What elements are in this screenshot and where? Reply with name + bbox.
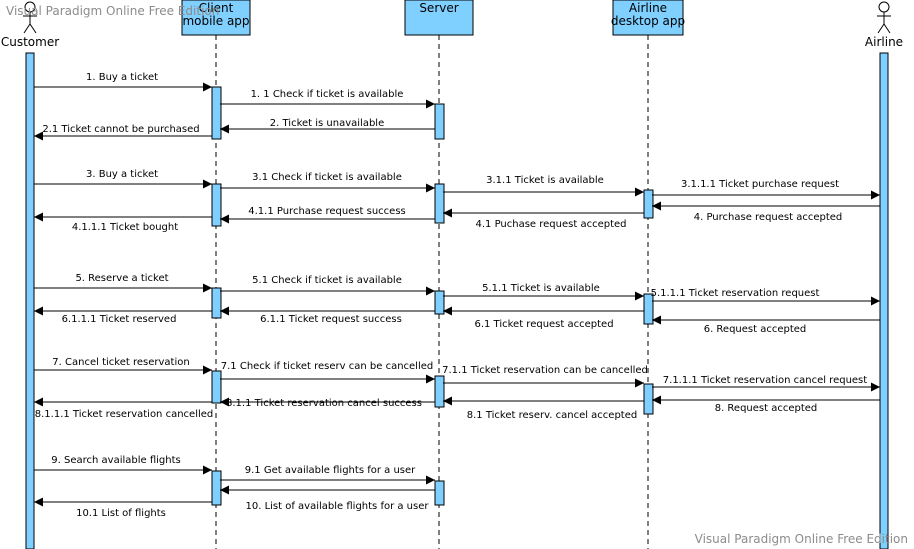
message-27: 8.1.1.1 Ticket reservation cancelled <box>34 397 214 420</box>
message-label: 2.1 Ticket cannot be purchased <box>42 124 199 135</box>
activation-bar <box>211 86 222 140</box>
activation-bar <box>643 293 654 325</box>
message-3: 2. Ticket is unavailable <box>220 118 435 134</box>
message-29: 9. Search available flights <box>34 455 212 475</box>
message-label: 5.1.1.1 Ticket reservation request <box>651 288 820 299</box>
message-label: 7.1.1.1 Ticket reservation cancel reques… <box>663 375 867 386</box>
message-2: 1. 1 Check if ticket is available <box>220 89 435 109</box>
activation-bar <box>643 383 654 415</box>
message-label: 7. Cancel ticket reservation <box>52 357 189 368</box>
message-19: 6.1.1.1 Ticket reserved <box>34 306 212 325</box>
message-label: 4. Purchase request accepted <box>694 212 843 223</box>
message-5: 3. Buy a ticket <box>34 169 212 189</box>
message-label: 6. Request accepted <box>704 324 807 335</box>
activation-bar <box>211 183 222 227</box>
message-25: 8. Request accepted <box>652 395 880 414</box>
message-22: 7.1 Check if ticket reserv can be cancel… <box>220 361 435 384</box>
message-18: 6.1.1 Ticket request success <box>220 306 435 325</box>
participant-label: Server <box>419 1 458 15</box>
message-label: 1. Buy a ticket <box>86 72 158 83</box>
message-label: 6.1.1.1 Ticket reserved <box>62 314 177 325</box>
message-label: 4.1.1.1 Ticket bought <box>72 222 178 233</box>
message-label: 1. 1 Check if ticket is available <box>251 89 404 100</box>
message-17: 6.1 Ticket request accepted <box>443 306 644 330</box>
activation-bar-customer <box>25 52 35 549</box>
message-31: 10. List of available flights for a user <box>220 485 435 512</box>
message-30: 9.1 Get available flights for a user <box>220 465 435 485</box>
message-label: 3.1.1 Ticket is available <box>486 175 604 186</box>
message-13: 5. Reserve a ticket <box>34 273 212 293</box>
message-label: 8. Request accepted <box>715 403 818 414</box>
actor-label-customer: Customer <box>1 35 59 49</box>
message-label: 10. List of available flights for a user <box>246 501 430 512</box>
message-12: 4.1.1.1 Ticket bought <box>34 212 212 233</box>
message-label: 5. Reserve a ticket <box>75 273 168 284</box>
message-label: 3. Buy a ticket <box>86 169 158 180</box>
message-26: 8.1.1 Ticket reservation cancel success <box>220 397 435 409</box>
activation-bar <box>211 470 222 506</box>
airline-actor-icon: Airline <box>865 1 903 49</box>
message-4: 2.1 Ticket cannot be purchased <box>34 124 212 141</box>
message-23: 7.1.1 Ticket reservation can be cancelle… <box>442 365 648 388</box>
message-label: 4.1 Puchase request accepted <box>475 219 626 230</box>
message-label: 9.1 Get available flights for a user <box>245 465 416 476</box>
message-8: 3.1.1.1 Ticket purchase request <box>652 179 880 200</box>
message-label: 9. Search available flights <box>51 455 180 466</box>
message-11: 4.1 Puchase request accepted <box>443 208 644 230</box>
activation-bar <box>211 370 222 404</box>
message-label: 7.1.1 Ticket reservation can be cancelle… <box>442 365 648 376</box>
message-label: 4.1.1 Purchase request success <box>248 206 406 217</box>
message-label: 5.1 Check if ticket is available <box>252 275 402 286</box>
message-15: 5.1.1 Ticket is available <box>443 283 644 301</box>
message-label: 3.1 Check if ticket is available <box>252 172 402 183</box>
activation-bar <box>643 189 654 219</box>
message-28: 8.1 Ticket reserv. cancel accepted <box>443 396 644 421</box>
activation-bar-airline <box>879 52 889 549</box>
watermark-bottom: Visual Paradigm Online Free Edition <box>695 532 908 546</box>
message-label: 2. Ticket is unavailable <box>270 118 384 129</box>
message-label: 6.1 Ticket request accepted <box>474 319 613 330</box>
activation-bar <box>434 375 445 408</box>
message-label: 8.1.1.1 Ticket reservation cancelled <box>35 409 214 420</box>
message-7: 3.1.1 Ticket is available <box>443 175 644 197</box>
watermark-top: Visual Paradigm Online Free Edition <box>6 4 219 18</box>
activation-bar <box>434 183 445 224</box>
message-label: 8.1 Ticket reserv. cancel accepted <box>467 410 637 421</box>
message-1: 1. Buy a ticket <box>34 72 212 92</box>
message-label: 8.1.1 Ticket reservation cancel success <box>226 398 422 409</box>
message-label: 7.1 Check if ticket reserv can be cancel… <box>221 361 434 372</box>
activation-bar <box>211 287 222 319</box>
message-label: 6.1.1 Ticket request success <box>260 314 402 325</box>
message-label: 3.1.1.1 Ticket purchase request <box>681 179 839 190</box>
participant-box <box>404 0 474 36</box>
message-10: 4.1.1 Purchase request success <box>220 206 435 224</box>
message-24: 7.1.1.1 Ticket reservation cancel reques… <box>652 375 880 392</box>
message-label: 10.1 List of flights <box>76 508 166 519</box>
activation-bar <box>434 290 445 315</box>
participant-box <box>612 0 684 36</box>
activation-bar <box>434 480 445 506</box>
activation-bar <box>434 103 445 140</box>
message-6: 3.1 Check if ticket is available <box>220 172 435 193</box>
message-21: 7. Cancel ticket reservation <box>34 357 212 375</box>
participant-box <box>181 0 251 36</box>
message-20: 6. Request accepted <box>652 315 880 335</box>
actor-label-airline: Airline <box>865 35 903 49</box>
message-9: 4. Purchase request accepted <box>652 201 880 223</box>
customer-actor-icon: Customer <box>1 1 59 49</box>
message-14: 5.1 Check if ticket is available <box>220 275 435 296</box>
message-16: 5.1.1.1 Ticket reservation request <box>651 288 880 306</box>
participant-server: Server <box>404 0 474 36</box>
message-32: 10.1 List of flights <box>34 497 212 519</box>
message-label: 5.1.1 Ticket is available <box>482 283 600 294</box>
